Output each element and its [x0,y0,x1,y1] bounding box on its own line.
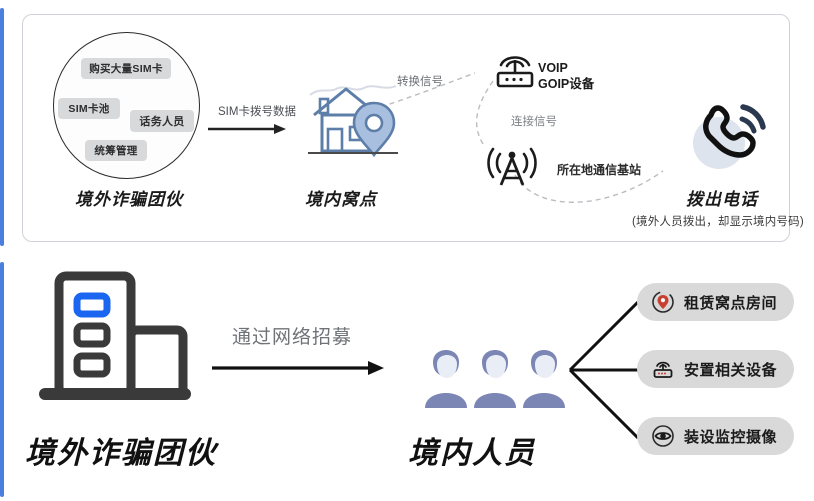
phone-ringing-icon [693,104,766,169]
option-label: 安置相关设备 [684,361,778,379]
chip-buy-sim-cards: 购买大量SIM卡 [81,58,171,79]
router-icon [651,357,675,381]
option-install-cctv[interactable]: 装设监控摄像 [637,417,794,455]
option-label: 租赁窝点房间 [684,294,778,312]
location-pin-icon [651,290,675,314]
option-rent-den-room[interactable]: 租赁窝点房间 [637,283,794,321]
label-voip-goip: VOIP GOIP设备 [538,60,594,92]
house-location-pin-icon [308,85,398,158]
arrow-recruit [212,361,384,375]
label-convert-signal: 转换信号 [397,76,443,88]
label-recruit-online: 通过网络招募 [232,327,353,348]
cell-tower-icon [487,147,537,186]
caption-outgoing-call: 拨出电话 [686,190,758,209]
option-install-equipment[interactable]: 安置相关设备 [637,350,794,388]
label-sim-dial-data: SIM卡拨号数据 [218,106,296,118]
accent-bar-bottom [0,262,4,497]
arrow-sim-data [208,124,286,134]
label-connect-signal: 连接信号 [511,116,557,128]
eye-camera-icon [651,424,675,448]
option-label: 装设监控摄像 [684,428,778,446]
branch-lines [568,300,640,440]
chip-call-agents: 话务人员 [130,110,194,132]
caption-domestic-den: 境内窝点 [305,190,377,209]
caption-domestic-members: 境内人员 [408,437,536,470]
voip-line1: VOIP [538,61,568,75]
label-local-base-station: 所在地通信基站 [557,163,642,177]
accent-bar-top [0,8,4,246]
office-building-icon [39,271,191,400]
caption-foreign-gang-bottom: 境外诈骗团伙 [25,437,217,470]
top-flow-panel: 购买大量SIM卡 SIM卡池 话务人员 统筹管理 境外诈骗团伙 SIM卡拨号数据… [22,14,804,242]
router-wifi-icon [496,56,534,88]
chip-overall-management: 统筹管理 [85,140,147,161]
three-people-icon [425,350,565,408]
caption-foreign-gang-top: 境外诈骗团伙 [75,190,183,209]
note-outgoing-call: (境外人员拨出，却显示境内号码) [632,216,804,228]
chip-sim-card-pool: SIM卡池 [58,98,120,119]
voip-line2: GOIP设备 [538,77,595,91]
